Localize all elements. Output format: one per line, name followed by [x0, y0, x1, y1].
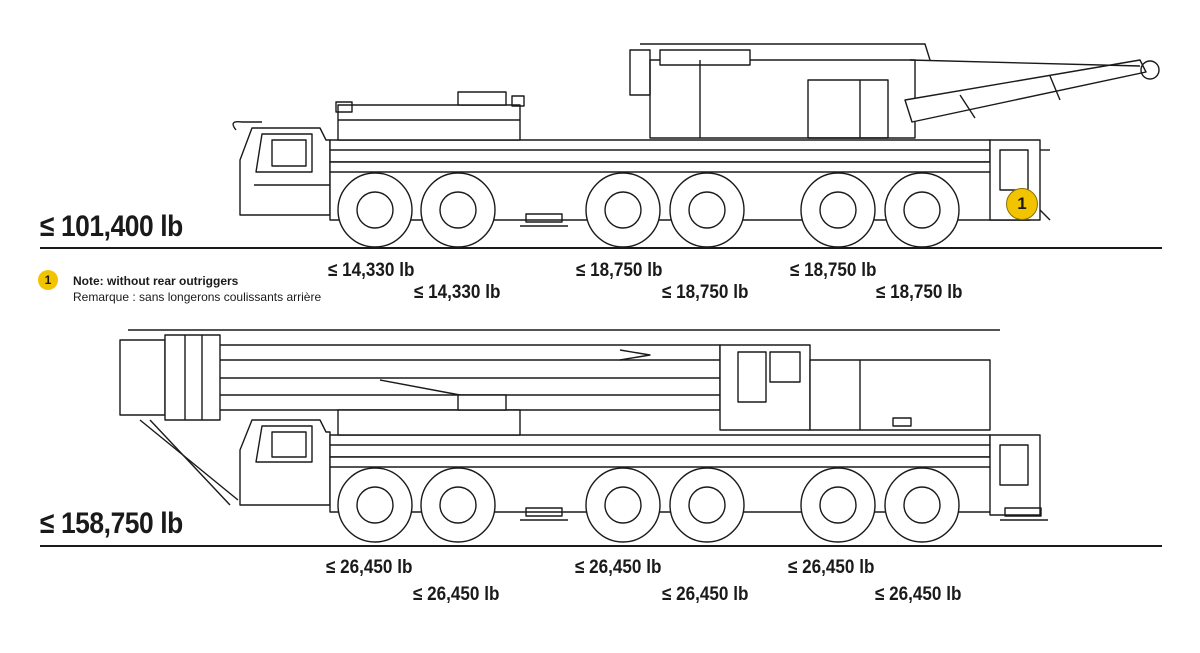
- axle-load-b-2: ≤ 26,450 lb: [413, 584, 500, 605]
- note-subtitle: Remarque : sans longerons coulissants ar…: [73, 290, 322, 304]
- axle-load-a-1: ≤ 14,330 lb: [328, 260, 415, 281]
- axle-load-a-2: ≤ 14,330 lb: [414, 282, 501, 303]
- axle-load-a-4: ≤ 18,750 lb: [662, 282, 749, 303]
- axle-load-b-5: ≤ 26,450 lb: [788, 557, 875, 578]
- axle-load-a-6: ≤ 18,750 lb: [876, 282, 963, 303]
- axle-load-b-6: ≤ 26,450 lb: [875, 584, 962, 605]
- axle-load-a-5: ≤ 18,750 lb: [790, 260, 877, 281]
- total-weight-config-b: ≤ 158,750 lb: [40, 507, 183, 540]
- note-badge: 1: [38, 270, 58, 290]
- ground-line-config-a: [40, 247, 1162, 249]
- axle-load-b-1: ≤ 26,450 lb: [326, 557, 413, 578]
- ground-line-config-b: [40, 545, 1162, 547]
- note-title: Note: without rear outriggers: [73, 274, 239, 288]
- total-weight-config-a: ≤ 101,400 lb: [40, 210, 183, 243]
- note-marker: 1: [1006, 188, 1038, 220]
- axle-load-a-3: ≤ 18,750 lb: [576, 260, 663, 281]
- axle-load-b-4: ≤ 26,450 lb: [662, 584, 749, 605]
- axle-load-b-3: ≤ 26,450 lb: [575, 557, 662, 578]
